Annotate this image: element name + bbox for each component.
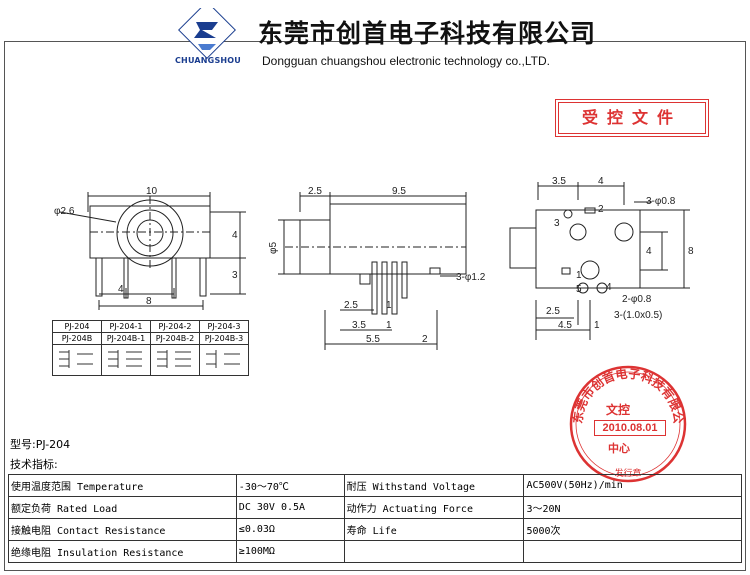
spec-value: AC500V(50Hz)/min [523,474,742,497]
schematic-cell [101,344,151,376]
controlled-document-mark: 受控文件 [555,99,709,137]
table-row: 额定负荷 Rated Load DC 30V 0.5A 动作力 Actuatin… [8,496,742,519]
logo-text: CHUANGSHOU [174,56,242,65]
variant-cell: PJ-204-3 [199,320,249,333]
spec-label: 动作力 Actuating Force [343,496,525,519]
company-name-en: Dongguan chuangshou electronic technolog… [262,54,550,68]
switch-schematic-icon [206,350,240,368]
stamp-line1: 文控 [606,403,631,417]
variant-cell: PJ-204B [52,332,102,345]
switch-schematic-icon [59,350,93,368]
schematic-cell [199,344,249,376]
variant-cell: PJ-204-1 [101,320,151,333]
spec-label: 接触电阻 Contact Resistance [8,518,237,541]
table-row: 使用温度范围 Temperature -30～70℃ 耐压 Withstand … [8,474,742,497]
variant-cell: PJ-204B-2 [150,332,200,345]
variant-table: PJ-204 PJ-204-1 PJ-204-2 PJ-204-3 PJ-204… [52,320,249,376]
spec-value: 5000次 [523,518,742,541]
spec-value: ≤0.03Ω [235,518,345,541]
schematic-cell [52,344,102,376]
spec-value: ≥100MΩ [235,540,345,563]
spec-label: 额定负荷 Rated Load [8,496,237,519]
spec-value [523,540,742,563]
spec-label: 使用温度范围 Temperature [8,474,237,497]
spec-value: DC 30V 0.5A [235,496,345,519]
spec-label: 绝缘电阻 Insulation Resistance [8,540,237,563]
company-logo [178,8,236,59]
spec-label [343,540,525,563]
table-row: 绝缘电阻 Insulation Resistance ≥100MΩ [8,540,742,563]
company-name-cn: 东莞市创首电子科技有限公司 [258,19,597,48]
spec-table: 使用温度范围 Temperature -30～70℃ 耐压 Withstand … [8,474,742,563]
table-row: 接触电阻 Contact Resistance ≤0.03Ω 寿命 Life 5… [8,518,742,541]
model-number: 型号:PJ-204 [10,438,71,451]
stamp-date: 2010.08.01 [594,420,666,436]
document-control-stamp: 东莞市创首电子科技有限公司 发行章 [568,364,687,483]
switch-schematic-icon [157,350,191,368]
variant-cell: PJ-204-2 [150,320,200,333]
spec-title: 技术指标: [10,458,58,471]
variant-cell: PJ-204B-3 [199,332,249,345]
variant-cell: PJ-204B-1 [101,332,151,345]
switch-schematic-icon [108,350,142,368]
spec-label: 耐压 Withstand Voltage [343,474,525,497]
spec-value: 3～20N [523,496,742,519]
schematic-cell [150,344,200,376]
variant-cell: PJ-204 [52,320,102,333]
spec-label: 寿命 Life [343,518,525,541]
drawing-frame [4,41,746,571]
stamp-line2: 中心 [608,442,630,455]
spec-value: -30～70℃ [235,474,345,497]
